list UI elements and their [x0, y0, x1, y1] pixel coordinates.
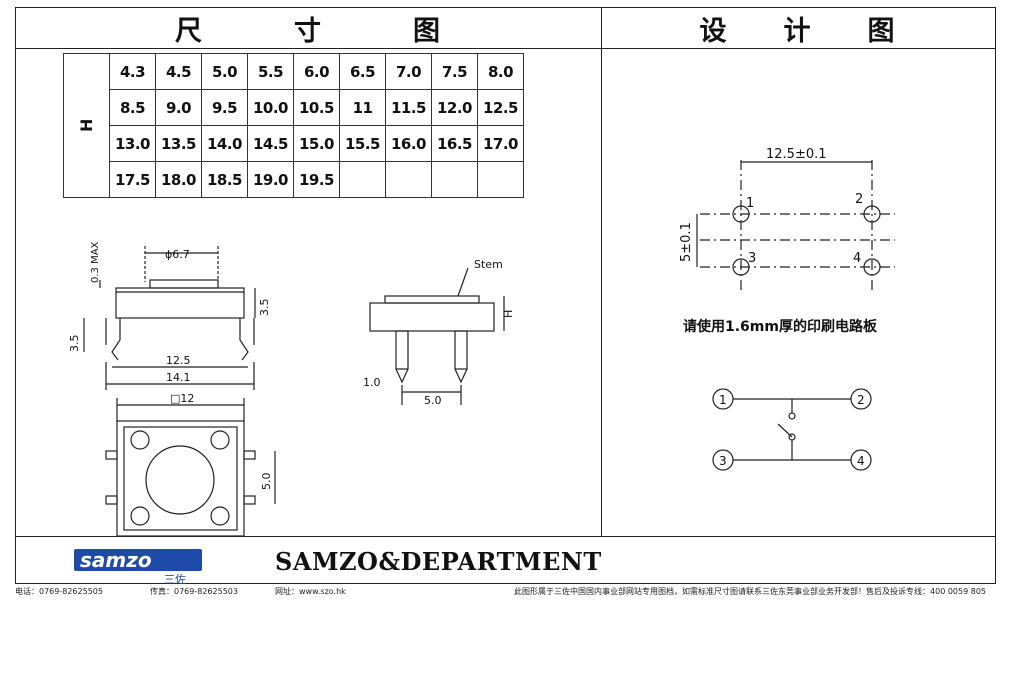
samzo-logo: samzo 三佐	[74, 548, 202, 586]
title-char: 设	[699, 15, 729, 47]
footer-fax: 传真：0769-82625503	[150, 587, 238, 596]
pcb-thickness-note: 请使用1.6mm厚的印刷电路板	[683, 319, 877, 335]
dim-outer-width: 14.1	[166, 371, 191, 384]
dim-top-size: □12	[170, 392, 194, 405]
title-char: 寸	[294, 15, 323, 47]
dim-lead-width: 1.0	[363, 376, 381, 389]
stem-callout: Stem	[474, 258, 503, 271]
table-cell: 7.5	[431, 53, 478, 90]
title-char: 计	[783, 15, 813, 47]
pcb-width-dim: 12.5±0.1	[766, 147, 827, 162]
dimension-drawing-title: 尺 寸 图	[16, 8, 601, 48]
table-cell: 17.0	[477, 125, 524, 162]
footer-divider	[16, 536, 995, 537]
header-divider	[16, 48, 995, 49]
row-label-h: H	[63, 53, 110, 198]
dim-stem-height: 3.5	[258, 299, 271, 317]
company-name: SAMZO&DEPARTMENT	[275, 547, 602, 576]
drawing-frame: 尺 寸 图 设 计 图 H 4.3 4.5 5.0 5.5 6.0 6.5 7.…	[15, 7, 996, 584]
footer-phone: 电话：0769-82625505	[15, 587, 103, 596]
table-cell: 15.0	[293, 125, 340, 162]
table-cell: 10.0	[247, 89, 294, 126]
table-cell: 4.3	[109, 53, 156, 90]
schematic-label: 4	[857, 454, 865, 468]
table-cell: 14.5	[247, 125, 294, 162]
dim-max-label: 0.3 MAX	[90, 241, 101, 283]
top-view-outer	[116, 420, 245, 537]
table-cell	[477, 161, 524, 198]
schematic-label: 1	[719, 393, 727, 407]
table-cell	[339, 161, 386, 198]
footer-website[interactable]: 网址：www.szo.hk	[275, 587, 346, 596]
table-cell: 17.5	[109, 161, 156, 198]
height-size-table: H 4.3 4.5 5.0 5.5 6.0 6.5 7.0 7.5 8.0 8.…	[63, 53, 524, 198]
footer-disclaimer: 此图形属于三佐中国国内事业部网站专用图档，如需标准尺寸图请联系三佐东莞事业部业务…	[514, 587, 986, 596]
top-view-stem-circle	[145, 445, 215, 515]
dim-diameter-label: ϕ6.7	[165, 248, 190, 261]
title-char: 图	[867, 15, 897, 47]
pcb-pin-label: 4	[853, 251, 861, 266]
design-drawing-title: 设 计 图	[601, 8, 995, 48]
top-view-inner	[123, 426, 238, 531]
table-cell: 4.5	[155, 53, 202, 90]
table-cell: 5.0	[201, 53, 248, 90]
table-cell: 11.5	[385, 89, 432, 126]
title-char: 图	[413, 15, 442, 47]
title-char: 尺	[175, 15, 204, 47]
table-cell: 14.0	[201, 125, 248, 162]
schematic-label: 2	[857, 393, 865, 407]
dim-lead-height: 3.5	[68, 335, 81, 353]
dim-top-side: 5.0	[260, 473, 273, 491]
pcb-pin-label: 1	[746, 196, 754, 211]
table-cell: 5.5	[247, 53, 294, 90]
front-view-body	[369, 302, 495, 332]
column-divider	[601, 8, 602, 536]
svg-text:三佐: 三佐	[164, 572, 186, 586]
table-cell: 9.5	[201, 89, 248, 126]
table-cell: 9.0	[155, 89, 202, 126]
table-cell: 8.0	[477, 53, 524, 90]
dim-inner-width: 12.5	[166, 354, 191, 367]
pcb-pin-label: 3	[748, 251, 756, 266]
table-cell: 12.5	[477, 89, 524, 126]
table-cell: 12.0	[431, 89, 478, 126]
table-cell: 8.5	[109, 89, 156, 126]
schematic-label: 3	[719, 454, 727, 468]
table-cell: 13.0	[109, 125, 156, 162]
dim-h-label: H	[502, 310, 515, 318]
dim-pitch: 5.0	[424, 394, 442, 407]
table-cell: 19.5	[293, 161, 340, 198]
table-cell: 13.5	[155, 125, 202, 162]
table-cell: 6.5	[339, 53, 386, 90]
side-view-stem	[149, 279, 219, 289]
svg-text:samzo: samzo	[80, 548, 152, 572]
pcb-pin-label: 2	[855, 192, 863, 207]
table-cell: 18.5	[201, 161, 248, 198]
table-cell: 18.0	[155, 161, 202, 198]
pcb-height-dim: 5±0.1	[679, 222, 694, 262]
